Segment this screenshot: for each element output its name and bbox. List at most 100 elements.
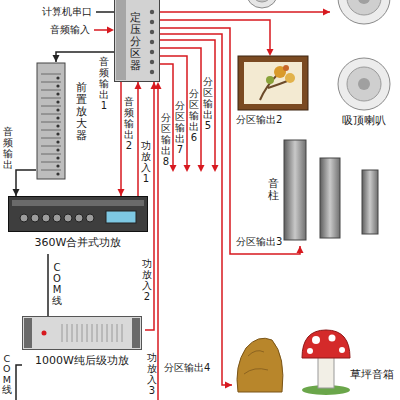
- speaker-cap: [358, 78, 370, 90]
- panel-knob: [56, 132, 59, 135]
- signal-wire: [47, 254, 49, 316]
- device-name: 360W合并式功放: [8, 236, 148, 249]
- panel-groove: [41, 74, 61, 75]
- speaker-grille: [338, 58, 390, 110]
- ceiling-speaker: [246, 0, 278, 8]
- panel-knob: [75, 214, 83, 222]
- tree-leaves: [266, 76, 274, 84]
- panel-switch: [150, 50, 154, 54]
- panel-vent: [117, 324, 118, 342]
- panel-vent: [122, 324, 123, 342]
- arrow-head: [323, 9, 330, 16]
- speaker-cap: [358, 0, 370, 4]
- tree-leaves: [285, 73, 295, 83]
- panel-vent: [97, 324, 98, 342]
- signal-wire: [160, 28, 300, 254]
- wire-label: 分区输出5: [203, 76, 213, 131]
- amp-in-wire: [157, 89, 159, 400]
- com-wire: [16, 365, 22, 400]
- rack-handle: [132, 318, 140, 348]
- panel-vent: [67, 324, 68, 342]
- device-name: 草坪音箱: [350, 368, 394, 381]
- ceiling-speakers: [330, 0, 398, 130]
- device-name: 音柱: [268, 178, 279, 202]
- zone-wire: [160, 40, 215, 166]
- panel-switch: [150, 70, 154, 74]
- preamplifier: 前置放大器: [36, 62, 96, 180]
- arrow-head: [135, 82, 142, 89]
- panel-vent: [102, 324, 103, 342]
- signal-wire: [16, 170, 36, 196]
- power-led: [42, 331, 47, 336]
- panel-knob: [56, 124, 59, 127]
- panel-knob: [56, 148, 59, 151]
- wire-label: 分区输出6: [189, 88, 199, 143]
- panel-groove: [41, 114, 61, 115]
- arrow-head: [267, 49, 274, 56]
- signal-wire: [137, 82, 139, 196]
- signal-wire: [160, 34, 232, 385]
- zone-wire: [160, 56, 187, 166]
- wire-label: 功放入2: [142, 258, 152, 302]
- panel-groove: [41, 90, 61, 91]
- panel-knob: [53, 214, 61, 222]
- lawn-speakers: [232, 326, 398, 398]
- mushroom-dot: [339, 347, 345, 353]
- arrow-head: [107, 27, 114, 34]
- power-amplifier-body: [22, 316, 142, 350]
- wire-label: 音频输入: [50, 24, 90, 36]
- panel-knob: [56, 108, 59, 111]
- arrow-head: [170, 165, 177, 172]
- arrow-head: [151, 82, 158, 89]
- panel-knob: [42, 214, 50, 222]
- serial-wire: [96, 11, 114, 13]
- panel-groove: [41, 106, 61, 107]
- panel-groove: [41, 122, 61, 123]
- panel-knob: [56, 164, 59, 167]
- arrow-head: [212, 165, 219, 172]
- wire-label: 音频输出2: [124, 96, 134, 151]
- wire-label: 分区输出3: [236, 236, 282, 248]
- panel-vent: [92, 324, 93, 342]
- arrow-head: [53, 55, 60, 62]
- panel-switch: [150, 10, 154, 14]
- wire-label: 分区输出2: [236, 114, 282, 126]
- power-amplifier-panel: [23, 317, 142, 350]
- power-amplifier: 1000W纯后级功放: [22, 316, 145, 374]
- panel-knob: [56, 100, 59, 103]
- arrow-head: [118, 189, 125, 196]
- speaker-grille: [338, 0, 390, 24]
- device-name: 1000W纯后级功放: [22, 354, 142, 367]
- device-name: 吸顶喇叭: [342, 114, 386, 127]
- arrow-head: [225, 382, 232, 389]
- wire-label: 分区输出7: [175, 100, 185, 155]
- panel-groove: [41, 138, 61, 139]
- wire-label: COM线: [52, 262, 62, 306]
- panel-groove: [41, 98, 61, 99]
- panel-knob: [64, 214, 72, 222]
- signal-wire: [120, 82, 122, 196]
- panel-switch: [150, 20, 154, 24]
- wire-label: 音频输出1: [99, 56, 109, 111]
- audio-in-wire: [94, 29, 108, 31]
- mushroom-cap: [302, 330, 350, 358]
- panel-groove: [41, 154, 61, 155]
- panel-knob: [86, 214, 94, 222]
- wire-label: COM线: [2, 354, 12, 396]
- panel-vent: [72, 324, 73, 342]
- rock-texture: [244, 351, 268, 374]
- speaker-cone: [252, 0, 272, 2]
- panel-switch: [150, 60, 154, 64]
- panel-knob: [31, 214, 39, 222]
- device-name: 前置放大器: [76, 82, 87, 142]
- wire-label: 分区输出8: [161, 112, 171, 167]
- wire-label: 音频输出: [3, 126, 13, 170]
- panel-display: [106, 211, 136, 223]
- panel-vent: [82, 324, 83, 342]
- rock-speaker: [237, 338, 283, 392]
- wire-label: 功放入1: [141, 140, 151, 184]
- panel-knob: [56, 76, 59, 79]
- panel-knob: [56, 140, 59, 143]
- picture-speaker: [238, 56, 308, 110]
